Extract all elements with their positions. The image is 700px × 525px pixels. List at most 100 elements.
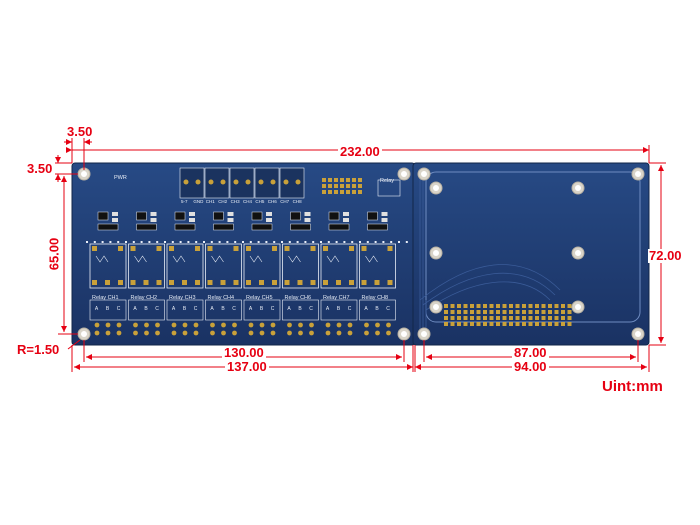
header-pin	[352, 184, 356, 188]
terminal-letter: A	[210, 306, 214, 312]
channel-transistor	[290, 223, 311, 231]
channel-ic	[290, 211, 301, 221]
channel-ic	[174, 211, 186, 221]
relay-symbol	[249, 255, 263, 263]
hat-header-pin	[515, 304, 520, 308]
terminal-letter: C	[155, 306, 159, 312]
hat-header-pin	[528, 322, 533, 326]
channel-label: Relay CH3	[169, 295, 196, 301]
terminal-letter: C	[309, 306, 313, 312]
terminal-letter: C	[116, 306, 121, 312]
hat-header-pin	[554, 322, 559, 326]
output-terminal-box	[128, 299, 165, 321]
relay-symbol	[211, 255, 224, 263]
output-terminal-box	[320, 299, 358, 321]
silk-dot	[117, 241, 120, 243]
channel-ic	[136, 211, 147, 221]
hat-header-pin	[470, 310, 474, 314]
hat-header-pin	[515, 316, 520, 320]
channel-resistor	[112, 212, 118, 216]
relay-pad	[182, 280, 187, 285]
hat-header-pin	[554, 310, 559, 314]
hat-header-pin	[496, 322, 500, 326]
relay-symbol	[134, 255, 147, 263]
header-pin	[322, 178, 326, 182]
channel-resistor	[227, 212, 234, 216]
silk-dot	[281, 241, 283, 243]
header-pin	[346, 178, 350, 182]
dim-hat-hole-span: 87.00	[512, 345, 549, 360]
hat-header-pin	[548, 316, 552, 320]
top-terminal-label: GND	[193, 199, 204, 204]
hat-header-pin	[567, 322, 572, 326]
relay-pad	[207, 280, 213, 285]
dim-relay-hole-span: 130.00	[222, 345, 266, 360]
output-terminal-pad	[259, 322, 265, 328]
terminal-letter: B	[144, 306, 148, 312]
relay-pad	[105, 280, 110, 285]
silk-dot	[405, 241, 408, 243]
channel-resistor	[112, 218, 118, 222]
hat-header-pin	[502, 304, 507, 308]
top-terminal-label: CH5	[255, 199, 265, 204]
output-terminal-pad	[375, 322, 380, 328]
hat-header-pin	[457, 322, 461, 326]
output-terminal-pad	[336, 322, 342, 328]
channel-ic	[213, 211, 224, 221]
hat-header-pin	[463, 322, 468, 326]
hat-header-pin	[463, 304, 468, 308]
terminal-letter: B	[298, 306, 302, 312]
hat-header-pin	[476, 322, 481, 326]
hat-header-pin	[450, 310, 455, 314]
hat-header-pin	[528, 316, 533, 320]
relay-pad	[130, 280, 136, 285]
channel-transistor	[367, 223, 388, 231]
top-terminal-pad	[208, 179, 214, 185]
header-pin	[328, 190, 332, 194]
dim-offset-y: 3.50	[27, 161, 53, 176]
hat-header-pin	[450, 304, 455, 308]
relay-pad	[387, 280, 393, 285]
hat-header-pin	[509, 310, 513, 314]
silk-dot	[156, 241, 159, 243]
channel-ic	[251, 211, 263, 221]
output-terminal-box	[282, 299, 319, 321]
hat-header-pin	[561, 310, 565, 314]
channel-transistor	[251, 223, 273, 231]
output-terminal-pad	[133, 322, 138, 328]
hat-header-pin	[444, 304, 448, 308]
relay-pad	[118, 246, 123, 251]
relay-pad	[361, 246, 367, 251]
hat-header-pin	[470, 322, 474, 326]
relay-pad	[156, 280, 162, 285]
mounting-holes	[77, 167, 645, 341]
silk-dot	[390, 241, 393, 243]
silk-dot	[335, 241, 338, 243]
output-terminal-pad	[386, 322, 391, 328]
header-pin	[334, 178, 338, 182]
terminal-letter: C	[270, 306, 275, 312]
relay-pad	[233, 280, 239, 285]
relay-pad	[246, 280, 251, 285]
hat-header-pin	[450, 322, 455, 326]
header-pin	[328, 178, 332, 182]
hat-header-pin	[489, 316, 494, 320]
output-terminal-pad	[336, 330, 342, 336]
relay-led-box	[377, 179, 401, 197]
hat-header-pin	[522, 316, 526, 320]
header-pin	[340, 178, 344, 182]
hat-header-pin	[567, 316, 572, 320]
silk-dot	[312, 241, 315, 243]
hat-header-pin	[457, 310, 461, 314]
hat-header-pin	[548, 310, 552, 314]
silk-dot	[382, 241, 385, 243]
hat-header-pin	[444, 316, 448, 320]
output-terminal-pad	[298, 330, 303, 336]
output-terminal-pad	[105, 330, 111, 336]
relay-pad	[310, 280, 316, 285]
dim-hat-height: 72.00	[648, 248, 683, 263]
output-terminal-pad	[133, 330, 138, 336]
output-terminal-pad	[287, 330, 292, 336]
output-terminal-pad	[116, 330, 122, 336]
